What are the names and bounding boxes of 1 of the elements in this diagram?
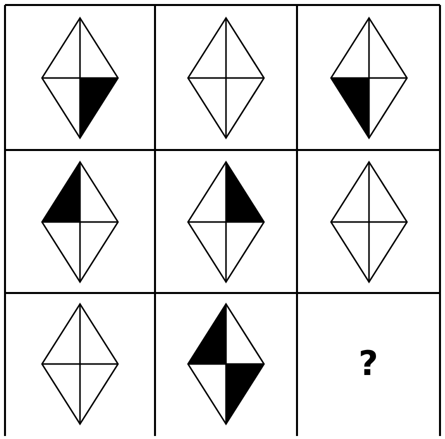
question-mark: ?	[358, 347, 378, 381]
